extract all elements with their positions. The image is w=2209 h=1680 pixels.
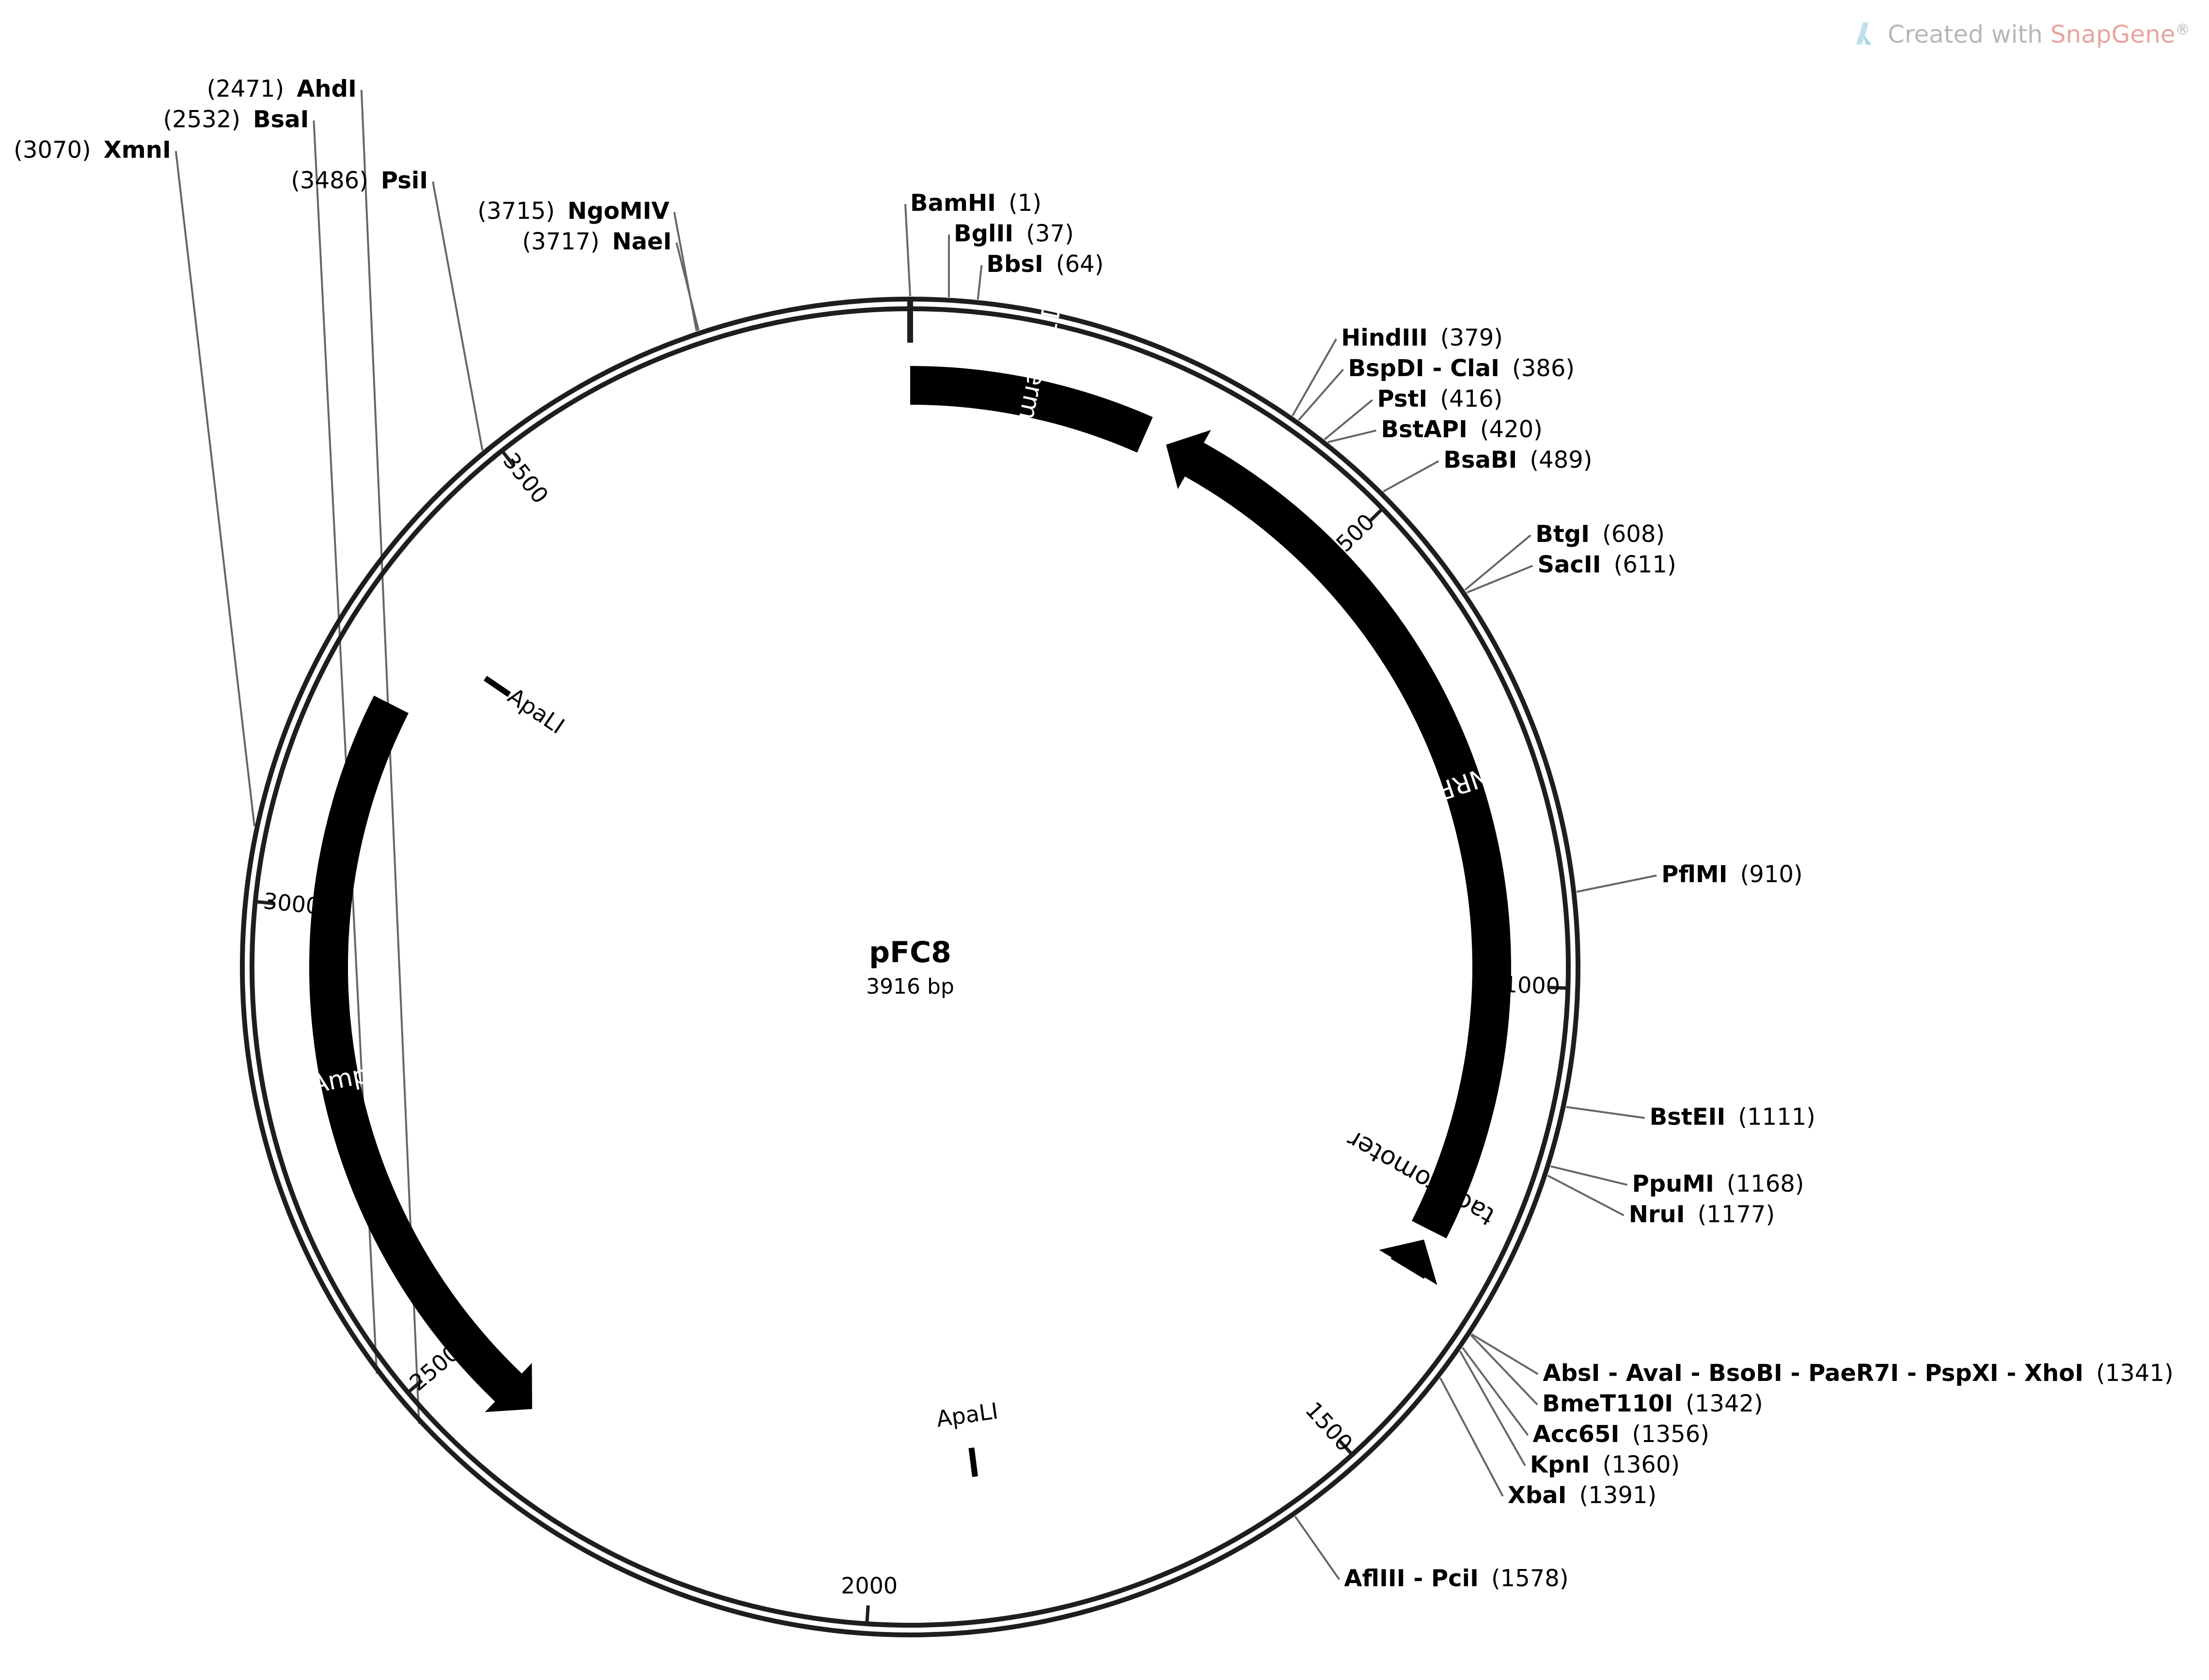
- tick-label: 1000: [1503, 971, 1561, 999]
- site-label: (2532)BsaI: [163, 106, 309, 133]
- tick-mark: [1368, 507, 1384, 523]
- leader-line: [1324, 399, 1373, 441]
- site-label: BspDI - ClaI(386): [1348, 355, 1575, 382]
- site-label: XbaI(1391): [1508, 1482, 1657, 1509]
- feature-snrpn: SNRPN: [1166, 430, 1511, 1238]
- interior-site-label: ApaLI: [935, 1397, 1000, 1432]
- site-label: SacII(611): [1537, 551, 1676, 578]
- tick-label: 3000: [262, 888, 321, 919]
- plasmid-size: 3916 bp: [866, 974, 954, 999]
- site-label: KpnI(1360): [1530, 1451, 1680, 1478]
- backbone-ring: [240, 297, 1580, 1637]
- tick-label: 3500: [498, 448, 553, 508]
- site-marker: [483, 676, 511, 697]
- leader-line: [174, 151, 255, 826]
- leader-line: [977, 265, 983, 300]
- site-marker: [968, 1447, 978, 1477]
- leader-line: [904, 204, 911, 297]
- site-label: Acc65I(1356): [1533, 1421, 1709, 1448]
- leader-line: [1383, 460, 1439, 492]
- leader-line: [1459, 1350, 1526, 1466]
- center-label: pFC8 3916 bp: [866, 935, 954, 999]
- site-label: PpuMI(1168): [1632, 1170, 1804, 1197]
- leader-line: [1439, 1378, 1504, 1497]
- leader-line: [676, 242, 700, 331]
- plasmid-name: pFC8: [869, 935, 951, 969]
- site-label: NruI(1177): [1629, 1201, 1775, 1228]
- site-label: HindIII(379): [1341, 324, 1503, 351]
- leader-line: [1327, 429, 1376, 444]
- site-label: (3070)XmnI: [14, 137, 171, 164]
- interior-site: ApaLI: [483, 676, 569, 739]
- watermark-text: Created with SnapGene®: [1888, 20, 2190, 48]
- site-label: BglII(37): [954, 220, 1074, 247]
- leader-line: [432, 181, 484, 451]
- site-label: BmeT110I(1342): [1542, 1390, 1763, 1417]
- site-label: BamHI(1): [910, 190, 1041, 217]
- site-label: AflIII - PciI(1578): [1344, 1565, 1568, 1592]
- feature-amp: Amp: [308, 696, 533, 1412]
- tick-mark: [407, 1379, 424, 1394]
- site-label: BstAPI(420): [1381, 416, 1543, 443]
- site-leader-lines: [174, 90, 1657, 1580]
- leader-line: [1576, 874, 1657, 893]
- leader-line: [1464, 534, 1531, 591]
- site-label: BbsI(64): [986, 251, 1104, 278]
- tick-mark: [500, 449, 515, 466]
- tick-mark: [1549, 985, 1568, 990]
- leader-line: [1298, 368, 1344, 421]
- feature-arrow-shape: [1166, 430, 1511, 1238]
- interior-site-label: ApaLI: [503, 682, 569, 739]
- tick-label: 2000: [841, 1573, 898, 1599]
- site-label: PflMI(910): [1661, 861, 1802, 888]
- interior-sites: ApaLI ApaLI: [483, 676, 1000, 1477]
- site-labels: BamHI(1) BglII(37) BbsI(64) HindIII(379) Bsp…: [14, 76, 2173, 1592]
- site-label: (2471)AhdI: [207, 76, 357, 103]
- leader-line: [1294, 1516, 1340, 1580]
- leader-line: [1292, 338, 1337, 416]
- tick-mark: [865, 1605, 870, 1624]
- site-label: PstI(416): [1377, 385, 1503, 412]
- site-label: AbsI - AvaI - BsoBI - PaeR7I - PspXI - X…: [1543, 1360, 2174, 1387]
- site-label: BsaBI(489): [1443, 446, 1592, 474]
- tick-label: 1500: [1300, 1397, 1358, 1457]
- site-label: (3486)PsiI: [291, 167, 428, 194]
- tick-mark: [255, 900, 274, 905]
- tick-mark: [1339, 1440, 1354, 1456]
- site-label: (3715)NgoMIV: [477, 198, 669, 225]
- site-label: BtgI(608): [1535, 521, 1665, 548]
- leader-line: [1462, 1347, 1529, 1436]
- feature-arrow-shape: [910, 366, 1153, 453]
- feature-arrow-shape: [309, 696, 533, 1412]
- snapgene-logo-icon: [1856, 22, 1872, 45]
- leader-line: [1470, 1334, 1538, 1406]
- feature-arrow-shape: [1379, 1239, 1437, 1285]
- leader-line: [1547, 1174, 1625, 1217]
- site-label: (3717)NaeI: [522, 228, 672, 255]
- site-label: BstEII(1111): [1650, 1103, 1815, 1130]
- leader-line: [673, 212, 698, 332]
- leader-line: [360, 90, 420, 1424]
- leader-line: [1466, 565, 1533, 594]
- leader-line: [1471, 1333, 1539, 1375]
- watermark: Created with SnapGene®: [1856, 20, 2190, 48]
- interior-site: ApaLI: [935, 1397, 1000, 1477]
- leader-line: [1566, 1106, 1645, 1119]
- leader-line: [1550, 1165, 1628, 1186]
